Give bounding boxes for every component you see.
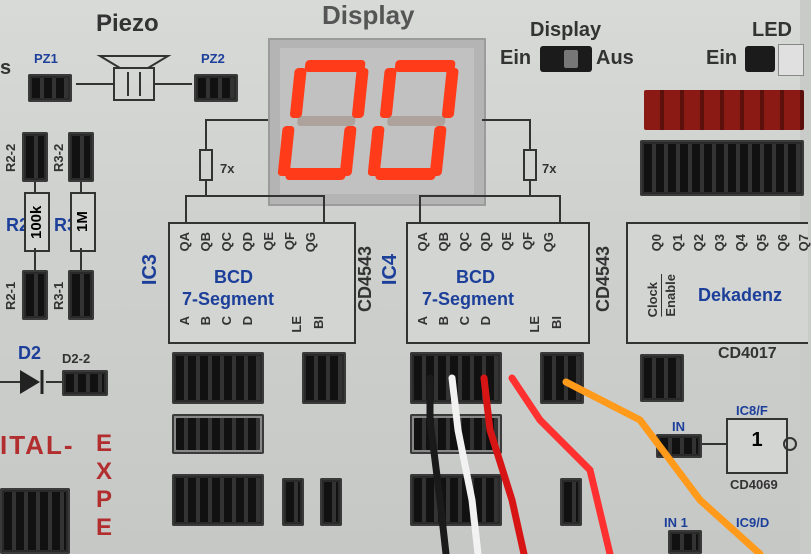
inverter-gate: 1 xyxy=(726,418,788,474)
ic3-jumper-header[interactable] xyxy=(172,414,264,454)
digit-left xyxy=(277,60,369,180)
ic3-pin-a[interactable] xyxy=(282,478,304,526)
jumper-wires xyxy=(426,374,764,554)
cut-s-label: s xyxy=(0,57,12,79)
pz2-header[interactable] xyxy=(194,74,238,102)
pz2-label: PZ2 xyxy=(201,51,225,66)
cd4069-label: CD4069 xyxy=(730,477,778,492)
ic4-pin-b[interactable] xyxy=(560,478,582,526)
wire-2[interactable] xyxy=(480,374,528,554)
ic4-chip xyxy=(406,222,590,344)
inverter-bubble xyxy=(783,437,797,451)
r31-header[interactable] xyxy=(68,270,94,320)
mult-right-label: 7x xyxy=(542,161,557,176)
ic3-seg-label: 7-Segment xyxy=(182,289,275,309)
ic3-lower-header[interactable] xyxy=(172,474,264,526)
wire-4[interactable] xyxy=(562,378,764,554)
ein-label-1: Ein xyxy=(500,47,532,69)
aus-label-1: Aus xyxy=(596,47,634,69)
ic4-seg-label: 7-Segment xyxy=(422,289,515,309)
display-toggle-switch[interactable] xyxy=(540,46,592,72)
dekadenz-label: Dekadenz xyxy=(698,285,783,305)
seven-segment-digits xyxy=(277,60,459,180)
led-switch-label: LED xyxy=(752,19,792,41)
ic3-pin-b[interactable] xyxy=(320,478,342,526)
pz1-header[interactable] xyxy=(28,74,72,102)
wire-0[interactable] xyxy=(426,374,450,554)
piezo-label: Piezo xyxy=(96,10,159,37)
ic-dekadenz-chip xyxy=(626,222,808,344)
display-switch-label: Display xyxy=(530,19,602,41)
r21-header[interactable] xyxy=(22,270,48,320)
ic3-bcd-label: BCD xyxy=(214,267,253,287)
ic3-lebi-header[interactable] xyxy=(302,352,346,404)
in-label: IN xyxy=(672,419,685,434)
mult-left-label: 7x xyxy=(220,161,235,176)
ic3-chip xyxy=(168,222,356,344)
piezo-symbol xyxy=(76,55,192,101)
display-toggle-knob[interactable] xyxy=(564,50,578,68)
ic4-lebi-header[interactable] xyxy=(540,352,584,404)
diode-symbol xyxy=(20,370,40,394)
ic4-bcd-label: BCD xyxy=(456,267,495,287)
r22-header[interactable] xyxy=(22,132,48,182)
wire-3[interactable] xyxy=(508,374,614,554)
wire-1[interactable] xyxy=(448,374,482,554)
led-bar xyxy=(644,90,804,130)
r2-label: R2 xyxy=(6,215,30,235)
led-switch-side xyxy=(778,44,804,76)
led-header[interactable] xyxy=(640,140,804,196)
in1-label: IN 1 xyxy=(664,515,688,530)
cd4017-label: CD4017 xyxy=(718,345,777,362)
ein-label-2: Ein xyxy=(706,47,738,69)
clock-header[interactable] xyxy=(640,354,684,402)
ic3-abcd-header[interactable] xyxy=(172,352,264,404)
d22-header[interactable] xyxy=(62,370,108,396)
d22-label: D2-2 xyxy=(62,351,91,366)
digit-right xyxy=(367,60,459,180)
d2-label: D2 xyxy=(18,343,42,363)
ic4-lower-header[interactable] xyxy=(410,474,502,526)
ic9d-label: IC9/D xyxy=(736,515,770,530)
display-title: Display xyxy=(322,0,415,30)
resistor-lines xyxy=(0,182,82,383)
bottom-left-header[interactable] xyxy=(0,488,70,554)
pz1-label: PZ1 xyxy=(34,51,58,66)
expe-label: E X P E xyxy=(96,430,113,541)
ic8f-label: IC8/F xyxy=(736,403,768,418)
display-wiring xyxy=(185,119,561,222)
in-header[interactable] xyxy=(656,434,702,458)
r32-header[interactable] xyxy=(68,132,94,182)
digital-label: ITAL- xyxy=(0,430,75,460)
in1-header[interactable] xyxy=(668,530,702,554)
led-toggle-switch[interactable] xyxy=(745,46,775,72)
